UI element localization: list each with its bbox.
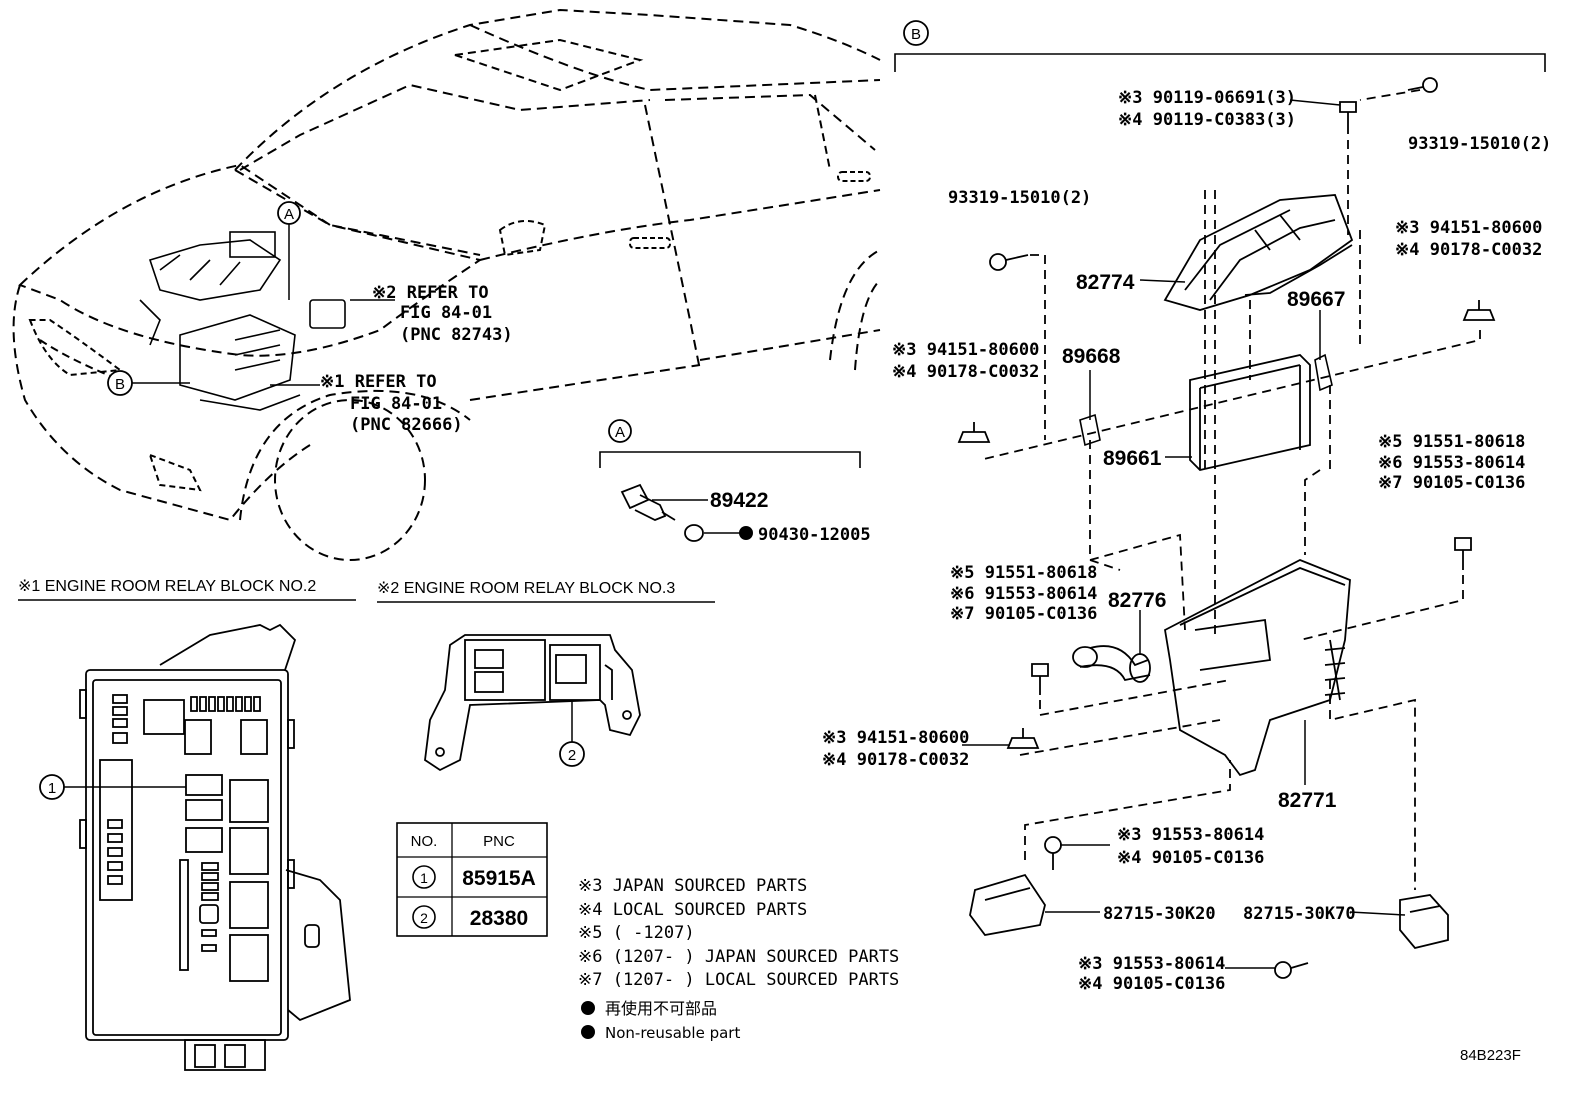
non-reusable-dot-icon — [581, 1025, 595, 1039]
note-6: ※6 (1207- ) JAPAN SOURCED PARTS — [578, 947, 899, 967]
part-89667: 89667 — [1287, 288, 1345, 311]
part-94151-l1: ※3 94151-80600 — [892, 340, 1039, 360]
box-82771-icon — [1164, 559, 1351, 777]
ref1-line1: ※1 REFER TO — [320, 372, 437, 392]
note-7: ※7 (1207- ) LOCAL SOURCED PARTS — [578, 970, 899, 990]
part-82774: 82774 — [1076, 271, 1135, 294]
part-94151-r2: ※4 90178-C0032 — [1395, 240, 1542, 260]
table-header-no: NO. — [411, 833, 438, 850]
screw-93319-top-icon — [1407, 77, 1438, 93]
gasket-icon — [684, 524, 704, 542]
callout-1: 1 — [39, 774, 186, 800]
ref1-line3: (PNC 82666) — [350, 415, 463, 435]
relay-block-no3-icon — [424, 634, 641, 772]
bolt-91551-left-icon — [1031, 663, 1049, 695]
note-nonreuse-jp: 再使用不可部品 — [605, 999, 717, 1018]
screw-93319-left-icon — [989, 253, 1029, 271]
part-91553-l: ※6 91553-80614 — [950, 584, 1097, 604]
table-row1-no: 1 — [420, 870, 428, 886]
part-89668: 89668 — [1062, 345, 1121, 368]
figure-id: 84B223F — [1460, 1047, 1521, 1064]
part-90119-a: ※3 90119-06691(3) — [1118, 88, 1296, 108]
part-94151-r1: ※3 94151-80600 — [1395, 218, 1542, 238]
label-text: A — [615, 424, 625, 441]
part-90430: 90430-12005 — [758, 525, 871, 545]
section-b: B — [894, 20, 1546, 72]
legend-notes: ※3 JAPAN SOURCED PARTS ※4 LOCAL SOURCED … — [578, 876, 899, 990]
part-91551-r: ※5 91551-80618 — [1378, 432, 1525, 452]
part-90119-b: ※4 90119-C0383(3) — [1118, 110, 1296, 130]
part-90105-r: ※7 90105-C0136 — [1378, 473, 1525, 493]
label-text: B — [115, 376, 125, 393]
callout-2: 2 — [559, 700, 585, 767]
part-93319-top: 93319-15010(2) — [1408, 134, 1551, 154]
non-reusable-dot-icon — [581, 1001, 595, 1015]
part-90105-a: ※4 90105-C0136 — [1117, 848, 1264, 868]
relay3-title: ※2 ENGINE ROOM RELAY BLOCK NO.3 — [377, 580, 675, 597]
ref2-line3: (PNC 82743) — [400, 325, 513, 345]
part-91553-a: ※3 91553-80614 — [1117, 825, 1264, 845]
part-82715-30k20: 82715-30K20 — [1103, 904, 1216, 924]
part-90105-b: ※4 90105-C0136 — [1078, 974, 1225, 994]
part-94151-l2: ※4 90178-C0032 — [892, 362, 1039, 382]
part-91553-r: ※6 91553-80614 — [1378, 453, 1525, 473]
ecu-89661-icon — [1189, 354, 1311, 471]
relay2-title: ※1 ENGINE ROOM RELAY BLOCK NO.2 — [18, 578, 316, 595]
table-row2-no: 2 — [420, 910, 428, 926]
table-row1-pnc: 85915A — [462, 867, 536, 890]
part-89661: 89661 — [1103, 447, 1162, 470]
label-text: B — [911, 26, 921, 43]
part-82776: 82776 — [1108, 589, 1166, 612]
ref2-line1: ※2 REFER TO — [372, 283, 489, 303]
pnc-table: NO. PNC 1 85915A 2 28380 — [396, 822, 548, 937]
bolt-91553-a-icon — [1044, 836, 1062, 870]
bracket-89667-icon — [1314, 353, 1333, 392]
non-reusable-dot-icon — [739, 526, 753, 540]
part-89422: 89422 — [710, 489, 768, 512]
relay-block-no2-icon — [79, 623, 351, 1071]
note-3: ※3 JAPAN SOURCED PARTS — [578, 876, 807, 896]
car-illustration — [12, 8, 881, 561]
bolt-91551-right-icon — [1454, 537, 1472, 570]
bolt-90119-icon — [1339, 101, 1357, 125]
nut-94151-bottom-icon — [1006, 728, 1040, 749]
part-91553-b: ※3 91553-80614 — [1078, 954, 1225, 974]
nut-94151-left-icon — [957, 422, 991, 443]
table-header-pnc: PNC — [483, 833, 515, 850]
cover-82774-icon — [1163, 194, 1354, 311]
table-row2-pnc: 28380 — [470, 907, 528, 930]
note-nonreuse-en: Non-reusable part — [605, 1024, 740, 1042]
hose-82776-icon — [1072, 645, 1151, 683]
part-91551-l: ※5 91551-80618 — [950, 563, 1097, 583]
callout-a-car: A — [277, 201, 301, 300]
part-93319-left: 93319-15010(2) — [948, 188, 1091, 208]
label-text: A — [284, 206, 294, 223]
part-94151-b1: ※3 94151-80600 — [822, 728, 969, 748]
bracket-82715-30k70-icon — [1399, 894, 1449, 950]
ref2-line2: FIG 84-01 — [400, 303, 492, 323]
section-a: A 89422 90430-12005 — [599, 419, 871, 545]
note-4: ※4 LOCAL SOURCED PARTS — [578, 900, 807, 920]
note-5: ※5 ( -1207) — [578, 923, 695, 943]
assembly-lines — [979, 89, 1481, 890]
part-82771: 82771 — [1278, 789, 1337, 812]
ref1-line2: FIG 84-01 — [350, 394, 442, 414]
bolt-91553-b-icon — [1274, 961, 1309, 979]
part-90105-l: ※7 90105-C0136 — [950, 604, 1097, 624]
label-text: 2 — [568, 747, 576, 764]
part-82715-30k70: 82715-30K70 — [1243, 904, 1356, 924]
nut-94151-right-icon — [1462, 300, 1496, 321]
part-94151-b2: ※4 90178-C0032 — [822, 750, 969, 770]
sensor-89422-icon — [620, 483, 676, 521]
callout-b-car: B — [107, 370, 190, 396]
label-text: 1 — [48, 780, 56, 797]
bracket-82715-30k20-icon — [969, 873, 1046, 936]
